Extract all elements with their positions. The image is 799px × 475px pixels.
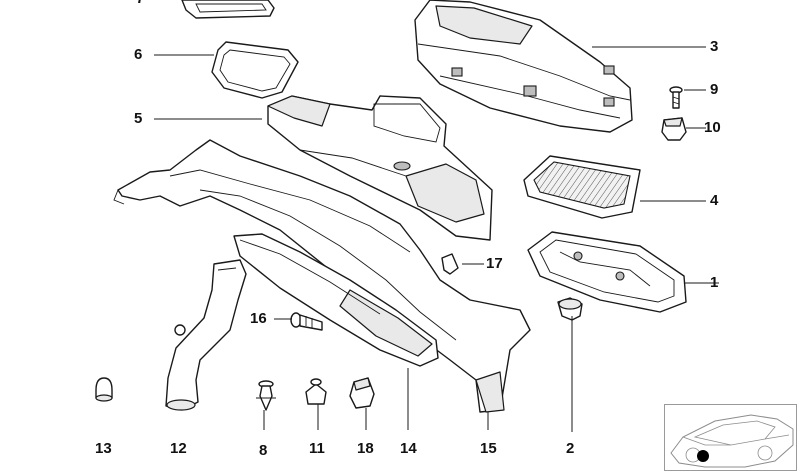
car-location-icon — [670, 414, 794, 468]
part-8-rivet — [256, 380, 276, 411]
callout-9[interactable]: 9 — [710, 81, 719, 98]
part-14-channel — [233, 233, 439, 367]
callout-12[interactable]: 12 — [170, 440, 187, 457]
part-12-vertical-duct — [165, 259, 247, 411]
part-1-housing — [527, 231, 687, 313]
callout-2[interactable]: 2 — [566, 440, 575, 457]
part-6-seal-ring — [211, 41, 299, 99]
part-4-filter — [523, 155, 641, 219]
part-9-screw — [669, 86, 683, 109]
part-16-screw — [290, 312, 323, 331]
part-3-cover — [414, 0, 633, 133]
part-13-cap — [95, 377, 113, 402]
part-5-duct-assembly — [267, 95, 493, 241]
part-11-clip — [305, 378, 327, 405]
part-15-left-duct — [113, 139, 531, 413]
callout-17[interactable]: 17 — [486, 255, 503, 272]
callout-4[interactable]: 4 — [710, 192, 719, 209]
callout-11[interactable]: 11 — [309, 440, 325, 457]
callout-8[interactable]: 8 — [259, 442, 268, 459]
callout-6[interactable]: 6 — [134, 46, 143, 63]
leader-lines — [154, 46, 719, 432]
callout-1[interactable]: 1 — [710, 274, 719, 291]
vehicle-location-inset — [664, 404, 797, 471]
part-17-clip — [441, 253, 459, 275]
callout-5[interactable]: 5 — [134, 110, 143, 127]
callout-18[interactable]: 18 — [357, 440, 374, 457]
callout-16[interactable]: 16 — [250, 310, 267, 327]
part-10-nut — [661, 117, 687, 141]
part-7-duct-outlet — [181, 0, 275, 19]
callout-13[interactable]: 13 — [95, 440, 112, 457]
callout-10[interactable]: 10 — [704, 119, 721, 136]
part-2-clip — [557, 297, 583, 321]
part-18-plug — [349, 377, 375, 409]
callout-14[interactable]: 14 — [400, 440, 417, 457]
callout-7[interactable]: 7 — [136, 0, 144, 6]
callout-3[interactable]: 3 — [710, 38, 719, 55]
location-marker — [697, 450, 709, 462]
callout-15[interactable]: 15 — [480, 440, 497, 457]
